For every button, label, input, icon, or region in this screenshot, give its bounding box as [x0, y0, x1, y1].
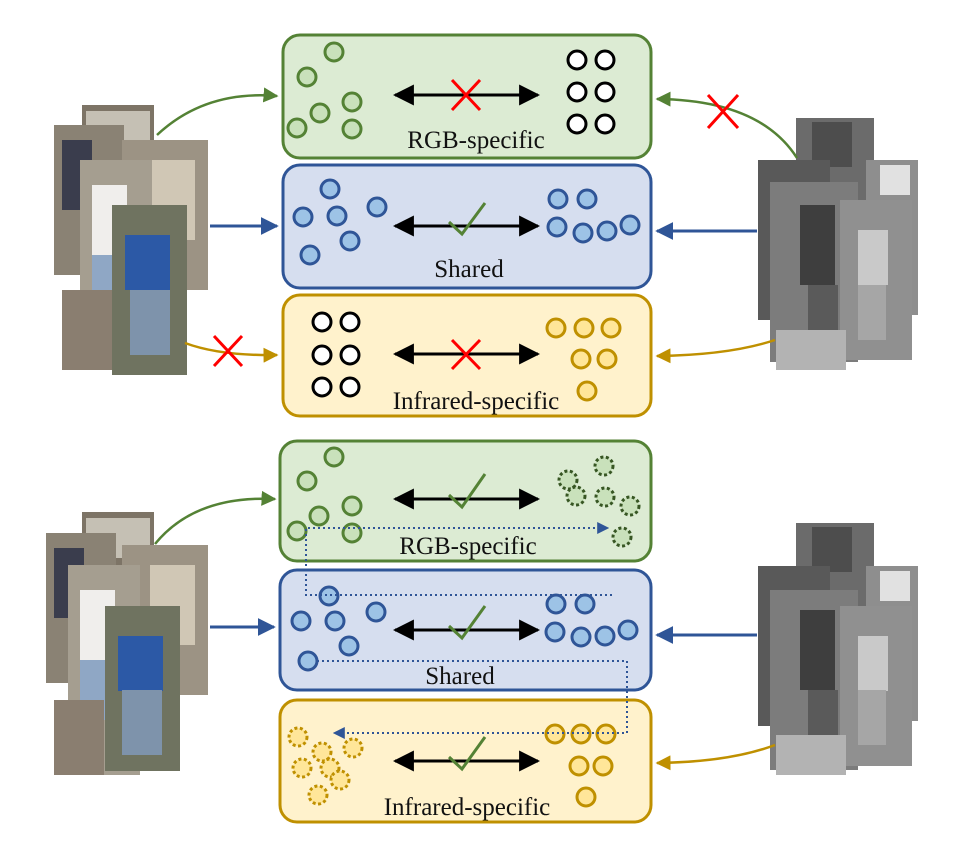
rgb-to-rgb-arrow	[154, 490, 277, 545]
empty-feature-dots	[566, 49, 616, 135]
cross-icon	[450, 338, 482, 371]
shared-label: Shared	[425, 663, 495, 690]
ir-to-ir-arrow	[655, 338, 776, 364]
cross-icon	[212, 334, 244, 368]
shared-to-ir-dotted-path	[317, 660, 628, 739]
green-dashed-feature-dots	[557, 455, 641, 548]
check-icon	[447, 736, 487, 772]
rgb-specific-label: RGB-specific	[399, 533, 536, 560]
cross-icon	[450, 78, 482, 112]
check-icon	[447, 605, 487, 641]
check-icon	[447, 473, 487, 510]
blue-feature-dots	[290, 585, 639, 672]
cross-icon	[706, 93, 740, 130]
yellow-dashed-feature-dots	[287, 726, 364, 806]
green-feature-dots	[286, 446, 363, 544]
shared-label: Shared	[434, 256, 504, 283]
ir-image-stack-bottom	[758, 523, 918, 775]
rgb-specific-label: RGB-specific	[407, 127, 544, 154]
ir-to-rgb-arrow	[655, 91, 799, 159]
rgb-image-stack-top	[54, 105, 208, 375]
infrared-specific-label: Infrared-specific	[384, 794, 551, 821]
infrared-specific-label: Infrared-specific	[393, 388, 560, 415]
green-feature-dots	[286, 41, 363, 140]
empty-feature-dots	[311, 311, 361, 398]
yellow-feature-dots	[545, 317, 622, 402]
bottom-panel: RGB-specific Shared	[46, 439, 918, 824]
ir-to-ir-arrow	[655, 743, 776, 771]
ir-image-stack-top	[758, 118, 918, 370]
rgb-to-rgb-arrow	[156, 87, 279, 136]
check-icon	[447, 202, 487, 237]
rgb-image-stack-bottom	[46, 512, 208, 775]
top-panel: RGB-specific Shared	[54, 33, 918, 418]
yellow-feature-dots	[544, 723, 617, 808]
blue-feature-dots	[292, 178, 641, 266]
